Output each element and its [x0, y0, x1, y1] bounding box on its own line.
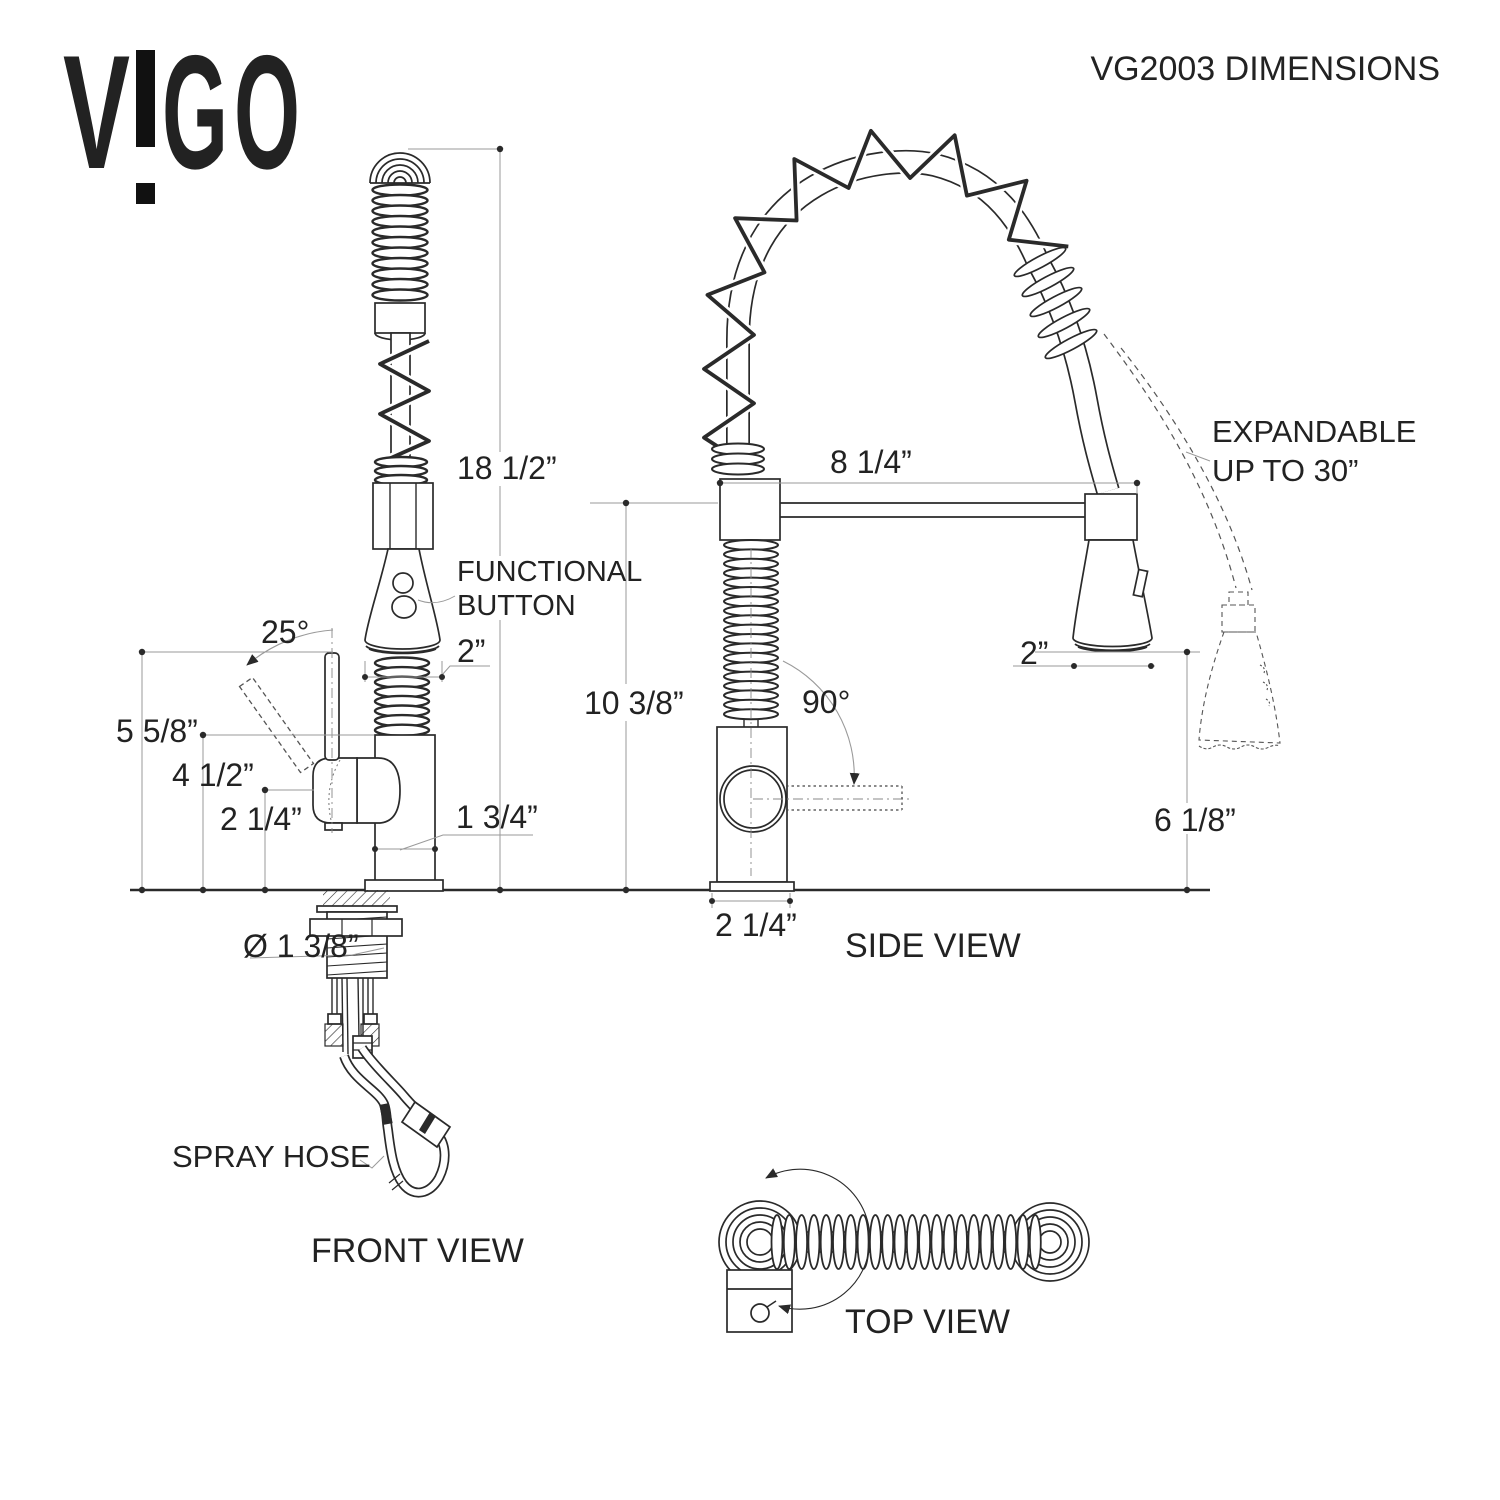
side-view-labels: 8 1/4” EXPANDABLE UP TO 30” 10 3/8” 90° …: [584, 414, 1416, 965]
dim-shank-diameter: Ø 1 3/8”: [243, 928, 359, 964]
top-view-drawing: [718, 1168, 1090, 1333]
logo-letter-v: V: [63, 22, 130, 203]
dim-base-width-side: 2 1/4”: [715, 907, 797, 943]
dim-sprayer-clearance: 6 1/8”: [1154, 802, 1236, 838]
dim-spout-reach: 8 1/4”: [830, 444, 912, 480]
sheet-title: VG2003 DIMENSIONS: [1090, 50, 1440, 88]
dim-body-width: 1 3/4”: [456, 799, 538, 835]
functional-button-label-2: BUTTON: [457, 590, 576, 622]
expandable-label-1: EXPANDABLE: [1212, 414, 1416, 449]
logo-letter-o: O: [234, 22, 300, 203]
dim-overall-height: 18 1/2”: [457, 450, 557, 486]
front-view-caption: FRONT VIEW: [311, 1232, 524, 1270]
top-view-caption: TOP VIEW: [845, 1303, 1010, 1341]
brand-logo: V G O: [63, 22, 300, 204]
side-view-caption: SIDE VIEW: [845, 927, 1021, 965]
dim-base-height: 2 1/4”: [220, 801, 302, 837]
dim-spout-height: 4 1/2”: [172, 757, 254, 793]
functional-button-label-1: FUNCTIONAL: [457, 556, 642, 588]
front-view-labels: 18 1/2” FUNCTIONAL BUTTON 2” 25° 5 5/8” …: [116, 450, 642, 1270]
logo-letter-i-dot: [136, 183, 155, 204]
dim-handle-height: 5 5/8”: [116, 713, 198, 749]
front-view-drawing: [238, 152, 452, 1198]
dim-sprayer-width-front: 2”: [457, 633, 485, 669]
spray-hose-label: SPRAY HOSE: [172, 1139, 371, 1174]
dimension-lines: [141, 148, 1211, 1169]
expandable-label-2: UP TO 30”: [1212, 453, 1358, 488]
rotation-arrow: [765, 1168, 871, 1315]
logo-letter-i-bar: [136, 50, 155, 147]
dim-sprayer-width-side: 2”: [1020, 635, 1048, 671]
dim-height-to-spout: 10 3/8”: [584, 685, 684, 721]
dim-handle-angle: 25°: [261, 614, 309, 650]
logo-letter-g: G: [162, 22, 228, 203]
dimension-dots: [138, 145, 1191, 904]
side-view-drawing: [699, 126, 1281, 892]
dim-swivel-angle: 90°: [802, 684, 850, 720]
